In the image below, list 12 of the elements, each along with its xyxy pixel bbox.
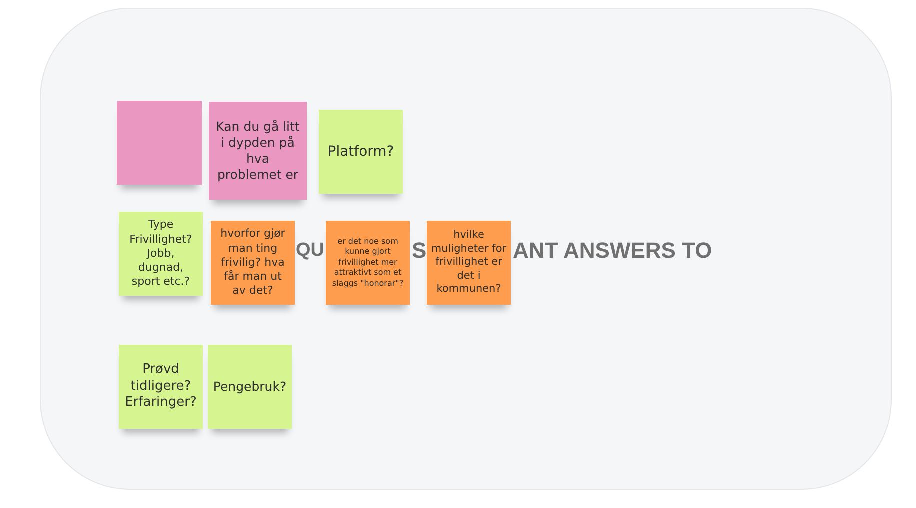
- sticky-note: hvorfor gjør man ting frivilig? hva får man ut av det?: [211, 221, 295, 305]
- sticky-note: Pengebruk?: [208, 345, 292, 429]
- board-title: QU: [296, 240, 324, 262]
- sticky-note: Type Frivillighet? Jobb, dugnad, sport etc.?: [119, 212, 203, 296]
- board-title: ANT ANSWERS TO: [513, 238, 712, 264]
- sticky-note: hvilke muligheter for frivillighet er det i kommunen?: [427, 221, 511, 305]
- sticky-note: er det noe som kunne gjort frivillighet mer attraktivt som et slaggs "honorar"?: [326, 221, 410, 305]
- board-title: S: [412, 238, 427, 264]
- sticky-note: [117, 101, 202, 185]
- sticky-note: Prøvd tidligere? Erfaringer?: [119, 345, 203, 429]
- sticky-note: Kan du gå litt i dypden på hva problemet er: [209, 102, 307, 200]
- sticky-note: Platform?: [319, 110, 403, 194]
